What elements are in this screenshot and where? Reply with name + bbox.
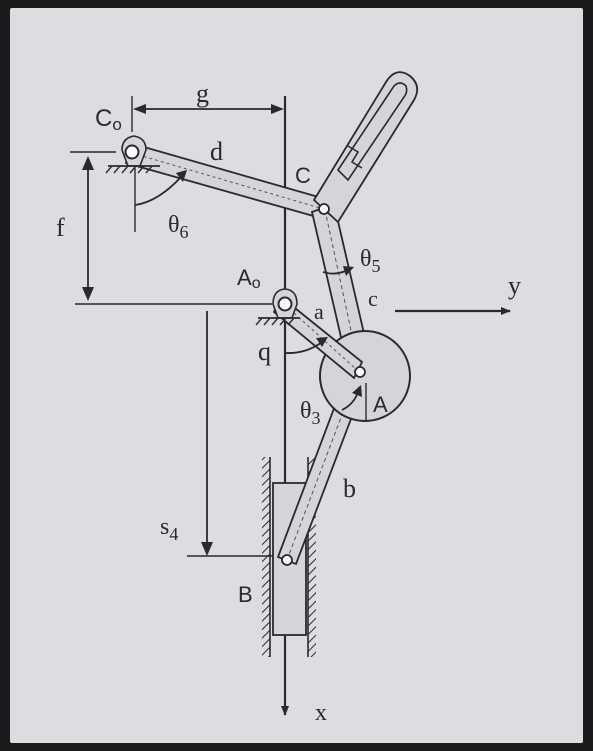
s4-label-sub: 4	[169, 524, 178, 544]
a-link-label: a	[314, 299, 324, 324]
theta3-label-main: θ	[300, 398, 312, 424]
s4-label-main: s	[160, 514, 169, 540]
f-label: f	[56, 213, 65, 242]
b-link-label: b	[343, 474, 356, 503]
slider-guide-left	[262, 457, 270, 657]
link-a-centerline	[284, 304, 358, 371]
co-ground-hatch	[105, 165, 153, 174]
s4-label: s4	[160, 514, 178, 544]
theta5-label: θ5	[360, 246, 381, 276]
ao-label-main: A	[237, 265, 252, 290]
link-d-centerline	[131, 152, 321, 209]
theta3-arrow	[352, 385, 362, 397]
c-joint-pin	[318, 203, 330, 215]
theta5-label-main: θ	[360, 246, 372, 272]
co-label-main: C	[95, 105, 112, 132]
theta5-arrow	[343, 266, 354, 276]
c-joint-label: C	[295, 163, 311, 188]
lever-slot-arm	[312, 71, 419, 224]
theta6-label-main: θ	[168, 212, 180, 238]
g-arrow-right	[271, 104, 284, 114]
ao-label: Ao	[237, 265, 261, 292]
q-arrow	[316, 337, 328, 347]
g-arrow-left	[133, 104, 146, 114]
a-joint-pin	[354, 366, 366, 378]
c-link-label: c	[368, 286, 378, 311]
y-axis-label: y	[508, 271, 521, 300]
f-arrow-top	[82, 156, 94, 170]
slider-guide-right	[308, 457, 316, 657]
co-pivot	[124, 144, 140, 160]
lever-slot	[336, 82, 408, 182]
theta3-label-sub: 3	[312, 408, 321, 428]
link-d	[124, 141, 324, 219]
f-arrow-bottom	[82, 287, 94, 301]
theta3-label: θ3	[300, 398, 321, 428]
ao-ground-hatch	[255, 317, 295, 326]
theta6-arc	[134, 175, 183, 206]
q-arc	[284, 341, 323, 354]
theta5-label-sub: 5	[372, 256, 381, 276]
theta6-arrow	[176, 170, 187, 182]
theta6-label-sub: 6	[180, 222, 189, 242]
lever-notch	[347, 145, 363, 169]
q-label: q	[258, 337, 271, 366]
theta6-label: θ6	[168, 212, 189, 242]
b-joint-label: B	[238, 582, 253, 607]
ao-pivot	[277, 296, 293, 312]
d-label: d	[210, 137, 223, 166]
ao-label-sub: o	[252, 275, 261, 292]
x-axis-label: x	[315, 700, 327, 726]
g-label: g	[196, 79, 209, 108]
co-label: Co	[95, 105, 122, 134]
s4-arrow	[201, 542, 213, 556]
b-joint-pin	[281, 554, 293, 566]
a-joint-label: A	[373, 392, 388, 417]
co-label-sub: o	[112, 115, 121, 134]
